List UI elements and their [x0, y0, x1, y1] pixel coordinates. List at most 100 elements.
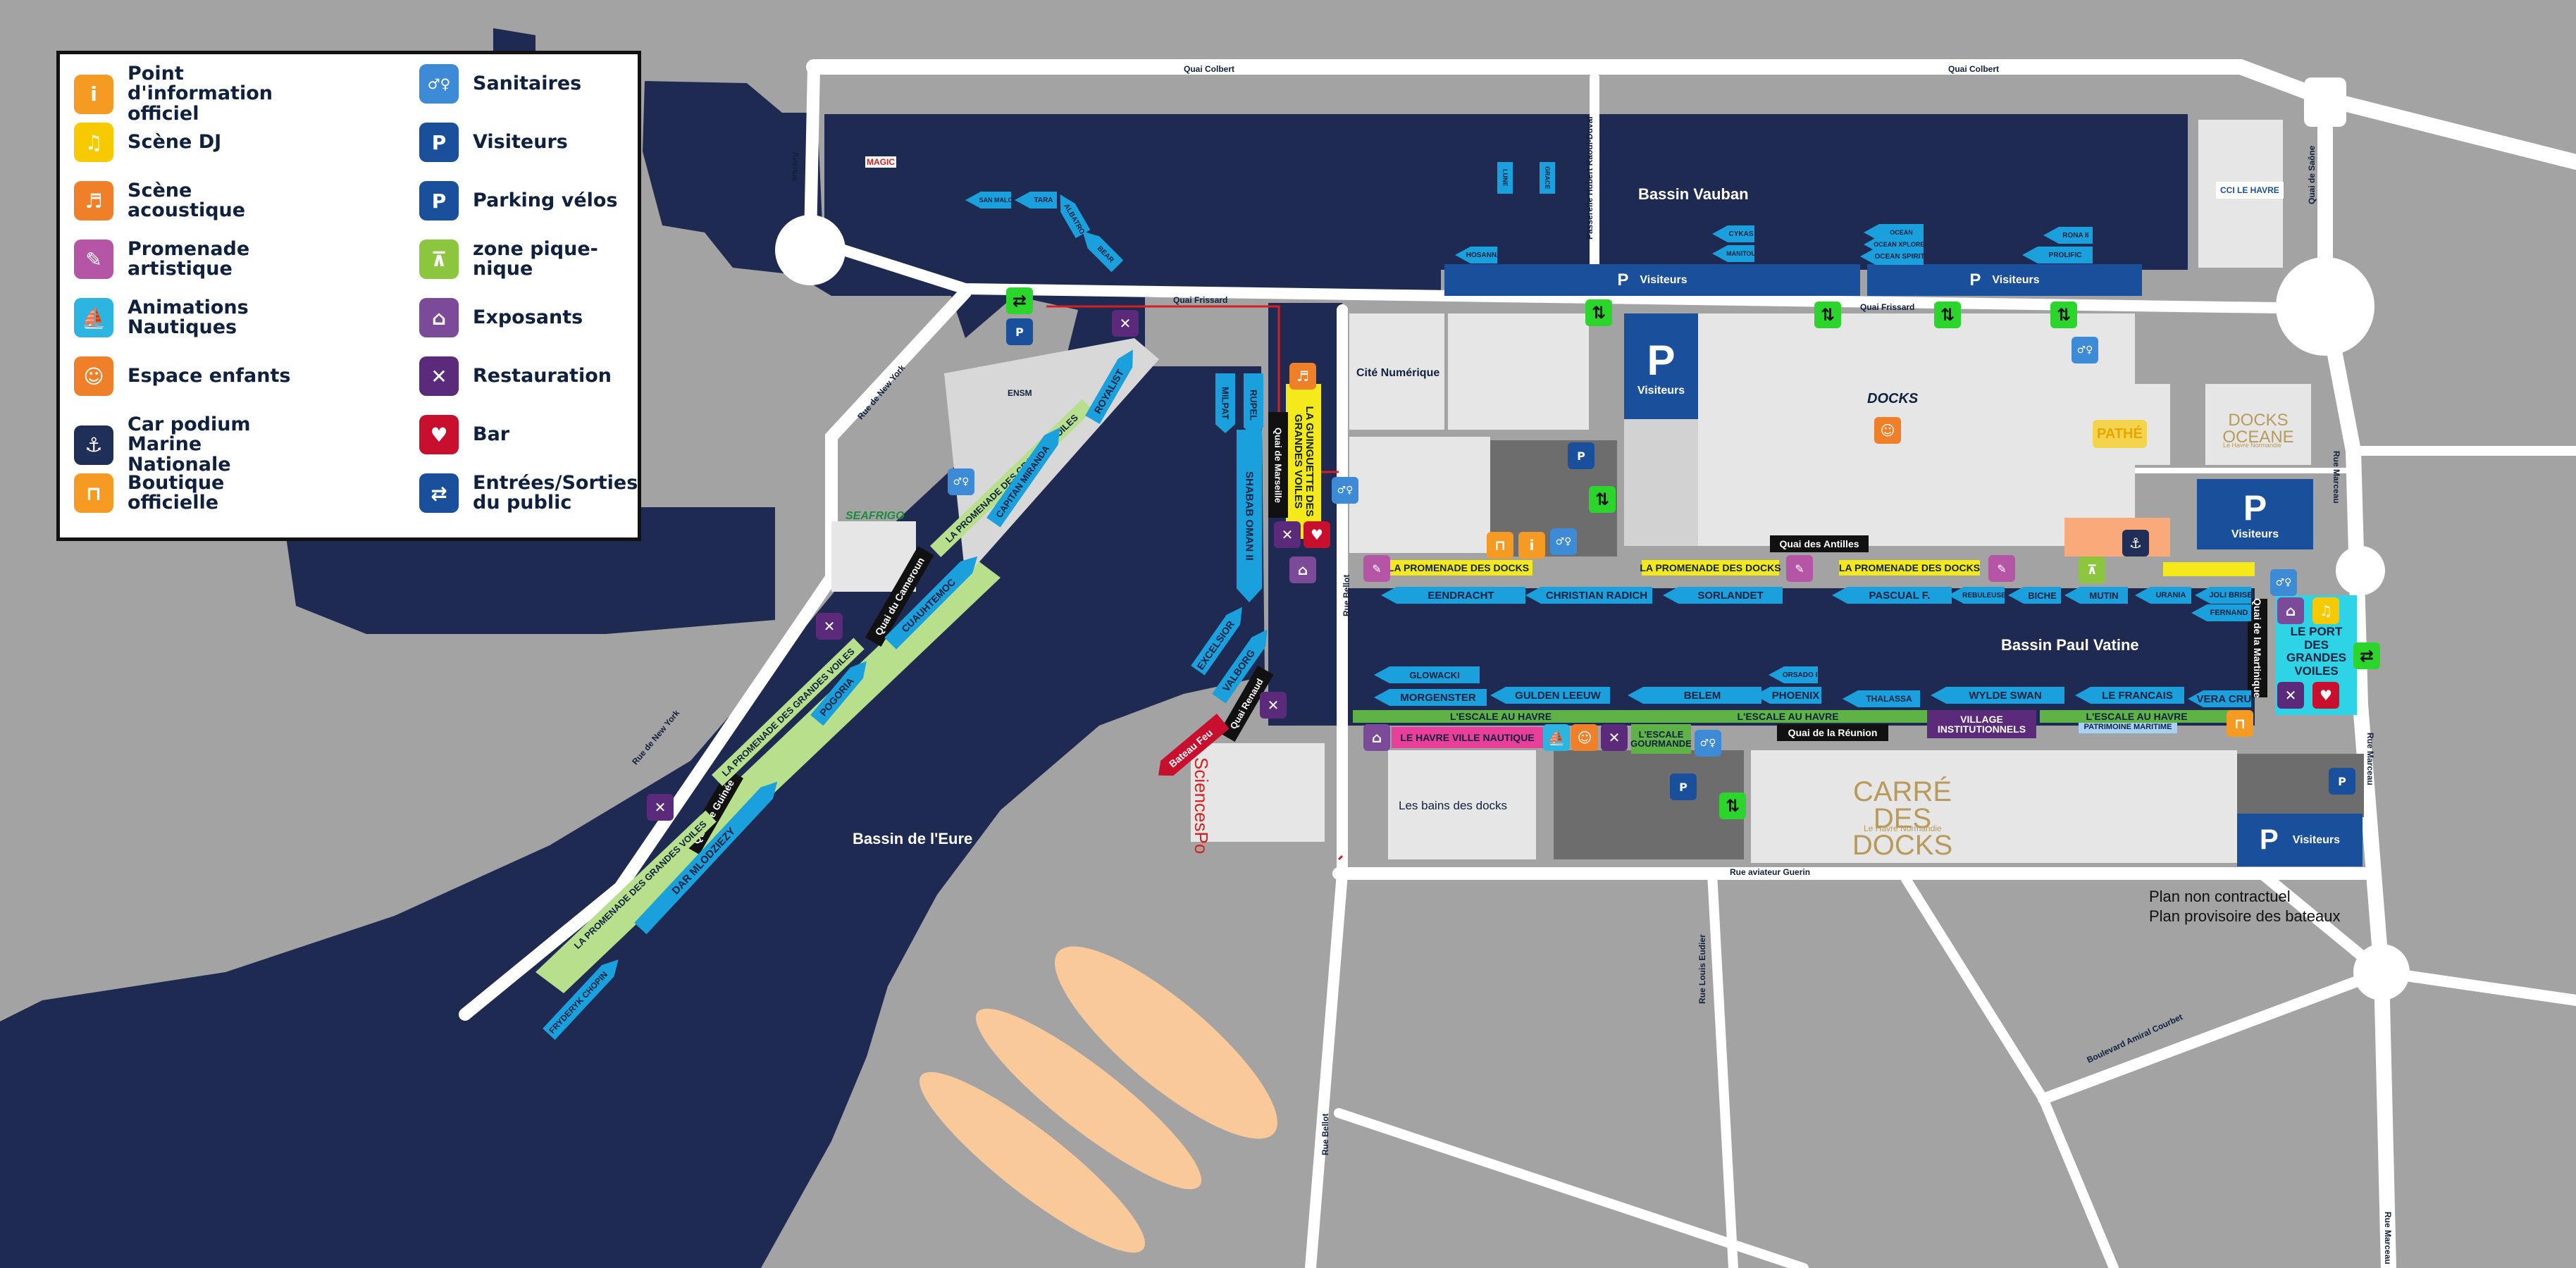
ensm-label: ENSM: [1008, 388, 1032, 398]
jetty-3: [919, 1071, 1146, 1253]
exhibitor-tent-icon: ⌂: [1289, 557, 1316, 583]
toilets-icon: ♂♀: [1332, 477, 1358, 504]
shop-bag-icon: ⊓: [1487, 532, 1513, 559]
children-icon: ☺: [74, 356, 113, 396]
yellow-strip: [2163, 562, 2255, 576]
legend-item-label: Sanitaires: [473, 72, 582, 94]
legend-item: P Parking vélos: [419, 181, 656, 220]
exhibitor-tent-icon: ⌂: [2277, 597, 2304, 624]
carre-des-docks-label: CARRÉ DES DOCKS: [1852, 776, 1953, 861]
fork-knife-icon: ✕: [1260, 692, 1287, 719]
bike-parking-icon: P: [419, 181, 459, 220]
street-quai-colbert-2: Quai Colbert: [1948, 64, 2000, 74]
street-rue-marceau-3: Rue Marceau: [2383, 1212, 2393, 1264]
entrance-exit-icon[interactable]: ⇄: [2353, 642, 2380, 669]
legend-item-label: Espace enfants: [128, 364, 291, 387]
boat-gulden-leeuw: GULDEN LEEUW: [1490, 687, 1610, 704]
bains-des-docks-label: Les bains des docks: [1399, 799, 1508, 812]
escale-au-havre-3: L'ESCALE AU HAVRE: [2040, 710, 2234, 723]
legend-item: ⊼zone pique-nique: [419, 239, 656, 280]
street-quai-de-saone: Quai de Saône: [2307, 145, 2317, 204]
street-passerelle: Passerelle Hubert Raoul-Duval: [1585, 116, 1594, 240]
docks-oceane-label: DOCKS OCEANE: [2222, 411, 2294, 447]
fork-knife-icon: ✕: [1274, 521, 1301, 548]
escale-au-havre-2: L'ESCALE AU HAVRE: [1649, 710, 1927, 723]
legend-item-label: Point d'information officiel: [128, 63, 273, 125]
acoustic-scene-icon: ♬: [74, 181, 113, 221]
picnic-icon: ⊼: [2079, 557, 2105, 583]
boat-mutin: MUTIN: [2064, 587, 2128, 604]
anchor-icon: ⚓: [74, 425, 113, 465]
promenade-docks-2: LA PROMENADE DES DOCKS: [1640, 560, 1781, 576]
boat-vera-cruz: VERA CRUZ: [2188, 690, 2251, 707]
village-institutionnels-label: VILLAGE INSTITUTIONNELS: [1927, 710, 2036, 738]
parking-p-letter: P: [2260, 824, 2279, 855]
acoustic-scene-icon: ♬: [1289, 363, 1316, 390]
escale-au-havre-1: L'ESCALE AU HAVRE: [1353, 710, 1649, 723]
entrance-exit-icon[interactable]: ⇅: [1814, 302, 1841, 328]
quai-antilles-label: Quai des Antilles: [1770, 535, 1869, 552]
legend-item: ⚓Car podium Marine Nationale: [74, 414, 311, 475]
bike-parking-icon: P: [1568, 442, 1594, 469]
entrance-exit-icon[interactable]: ⇅: [1589, 486, 1616, 513]
boat-belem: BELEM: [1628, 687, 1761, 704]
fork-knife-icon: ✕: [816, 613, 843, 640]
wine-glass-icon: ♥: [2312, 682, 2339, 709]
cite-numerique-label: Cité Numérique: [1356, 367, 1440, 379]
building-carre-docks: [1751, 750, 2237, 863]
magic-label: MAGIC: [865, 156, 896, 168]
boat-lune: LUNE: [1497, 162, 1513, 194]
roundabout-south: [2353, 944, 2410, 1000]
toilets-icon: ♂♀: [419, 64, 459, 104]
legend-item: ⛵Animations Nautiques: [74, 297, 311, 338]
fork-knife-icon: ✕: [1601, 724, 1628, 751]
note-line-2: Plan provisoire des bateaux: [2149, 907, 2341, 925]
legend-item: ☺ Espace enfants: [74, 356, 311, 396]
entrance-exit-icon[interactable]: ⇅: [1585, 299, 1612, 326]
boat-wylde-swan: WYLDE SWAN: [1931, 687, 2064, 704]
bike-parking-icon: P: [1670, 773, 1697, 800]
shop-bag-icon: ⊓: [74, 473, 113, 514]
parking-visiteurs-label: Visiteurs: [2231, 528, 2279, 540]
building-docks: [1698, 313, 2135, 546]
patrimoine-maritime-label: PATRIMOINE MARITIME: [2079, 721, 2177, 733]
legend-item-label: Parking vélos: [473, 189, 618, 211]
street-rue-marceau-2: Rue Marceau: [2365, 733, 2375, 785]
boat-glowacki: GLOWACKI: [1374, 666, 1480, 683]
fork-knife-icon: ✕: [419, 356, 459, 396]
wine-glass-icon: ♥: [1304, 521, 1330, 548]
parking-p-letter: P: [2243, 488, 2267, 528]
entrance-exit-icon[interactable]: ⇄: [1006, 287, 1033, 314]
legend-item: ✕Restauration: [419, 356, 656, 396]
toilets-icon: ♂♀: [1550, 528, 1577, 555]
anchor-icon: ⚓: [2122, 530, 2149, 557]
legend-item-label: Scène acoustique: [128, 180, 246, 222]
street-rue-louis-eudier: Rue Louis Eudier: [1697, 934, 1707, 1004]
jetties: [919, 946, 1277, 1253]
legend-item: ⊓Boutique officielle: [74, 473, 311, 514]
parking-visiteurs-label: Visiteurs: [1992, 273, 2040, 286]
parking-p-letter: P: [1617, 270, 1629, 290]
legend-item: ♫Scène DJ: [74, 123, 311, 162]
docks-label: DOCKS: [1867, 391, 1919, 406]
guinguette-label: LA GUINGUETTE DES GRANDES VOILES: [1286, 384, 1321, 539]
entrance-exit-icon[interactable]: ⇅: [1719, 792, 1746, 819]
bike-parking-icon: P: [1006, 318, 1033, 345]
bassin-vauban-label: Bassin Vauban: [1638, 185, 1749, 203]
legend-item: ✎Promenade artistique: [74, 239, 311, 280]
info-icon: i: [1518, 532, 1545, 559]
legend-item-label: Bar: [473, 423, 510, 445]
toilets-icon: ♂♀: [1695, 730, 1721, 757]
art-walk-icon: ✎: [1363, 555, 1390, 582]
parking-visiteurs-label: Visiteurs: [1640, 273, 1688, 286]
entrance-exit-icon[interactable]: ⇅: [1934, 302, 1961, 328]
fork-knife-icon: ✕: [647, 794, 674, 821]
entrance-exit-icon[interactable]: ⇅: [2050, 302, 2077, 328]
carre-des-docks-sub: Le Havre Normandie: [1864, 823, 1942, 833]
legend-item-label: Visiteurs: [473, 130, 568, 153]
toilets-icon: ♂♀: [2270, 569, 2297, 596]
road-boulevard-amiral: [2038, 966, 2387, 1105]
quai-marseille-label: Quai de Marseille: [1268, 412, 1288, 518]
